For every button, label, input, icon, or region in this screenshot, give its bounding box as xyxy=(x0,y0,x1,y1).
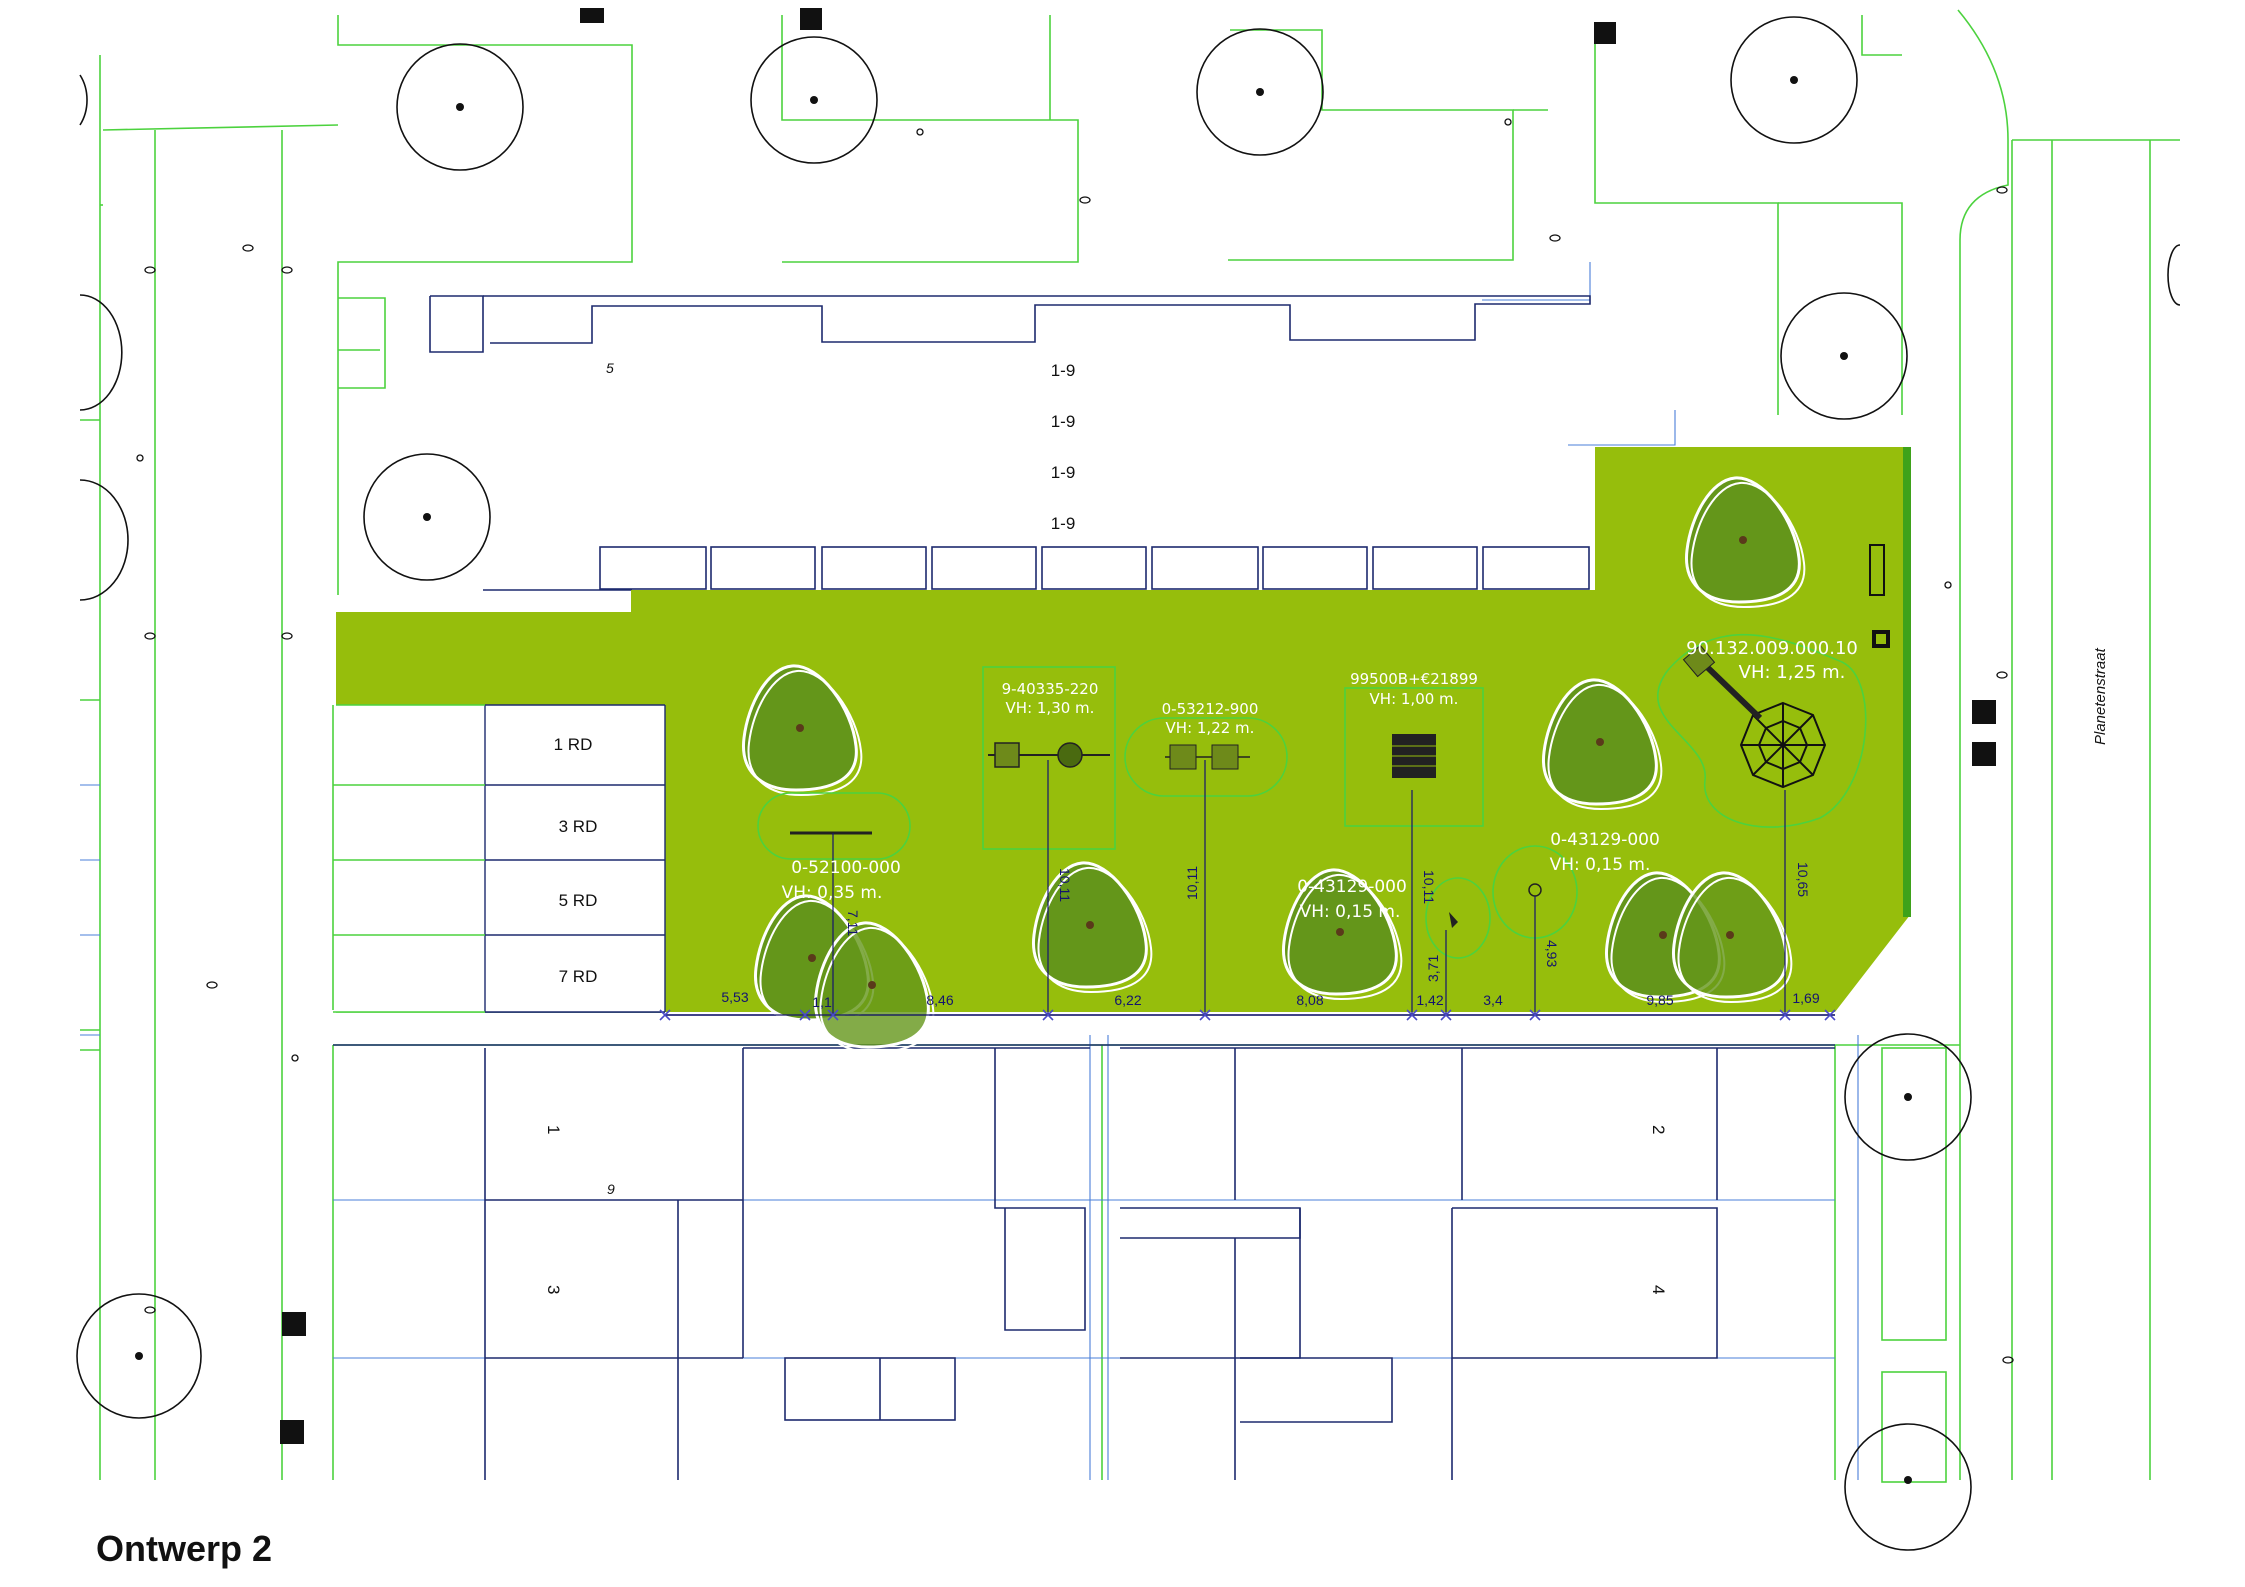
dim-vertical-7: 10,65 xyxy=(1795,862,1811,897)
dim-vertical-5: 3,71 xyxy=(1425,955,1441,982)
eq-code-4: 90.132.009.000.10 xyxy=(1686,638,1858,659)
park-area xyxy=(336,447,1910,1012)
eq-height-5: VH: 0,35 m. xyxy=(782,883,883,903)
eq-height-7: VH: 0,15 m. xyxy=(1550,855,1651,875)
top-number: 5 xyxy=(606,360,614,376)
block-label-2: 1-9 xyxy=(1051,412,1076,431)
existing-trees xyxy=(76,16,2181,1551)
eq-code-1: 9-40335-220 xyxy=(1002,680,1099,698)
parking-area xyxy=(336,705,665,1012)
sun-symbol-icon xyxy=(136,118,1952,1062)
parking-label-3: 3 RD xyxy=(559,817,598,836)
dim-vertical-1: 7,11 xyxy=(845,910,861,936)
dim-vertical-4: 10,11 xyxy=(1421,870,1437,904)
house-number-1: 1 xyxy=(544,1125,563,1134)
dim-bottom-9: 1,69 xyxy=(1792,990,1819,1006)
block-label-1: 1-9 xyxy=(1051,361,1076,380)
parking-label-7: 7 RD xyxy=(559,967,598,986)
eq-height-3: VH: 1,00 m. xyxy=(1370,690,1459,708)
block-label-3: 1-9 xyxy=(1051,463,1076,482)
eq-height-1: VH: 1,30 m. xyxy=(1006,699,1095,717)
parking-label-1: 1 RD xyxy=(554,735,593,754)
labels: 5 1-9 1-9 1-9 1-9 1 RD 3 RD 5 RD 7 RD 1 … xyxy=(544,360,2109,1294)
block-label-4: 1-9 xyxy=(1051,514,1076,533)
dim-vertical-6: 4,93 xyxy=(1544,940,1560,967)
house-number-3: 3 xyxy=(544,1285,563,1294)
eq-height-2: VH: 1,22 m. xyxy=(1166,719,1255,737)
eq-code-3: 99500B+€21899 xyxy=(1350,670,1478,688)
house-number-9: 9 xyxy=(607,1181,615,1197)
dim-bottom-6: 1,42 xyxy=(1416,992,1443,1008)
dim-bottom-2: 1,1 xyxy=(812,994,832,1010)
dim-bottom-3: 8,46 xyxy=(926,992,953,1008)
house-number-2: 2 xyxy=(1649,1125,1668,1134)
dim-bottom-1: 5,53 xyxy=(721,989,748,1005)
dim-bottom-8: 9,85 xyxy=(1646,992,1673,1008)
parking-label-5: 5 RD xyxy=(559,891,598,910)
dimension-labels: 5,53 1,1 8,46 6,22 8,08 1,42 3,4 9,85 1,… xyxy=(721,862,1819,1010)
page-title: Ontwerp 2 xyxy=(96,1528,273,1569)
dim-bottom-5: 8,08 xyxy=(1296,992,1323,1008)
street-furniture xyxy=(136,118,2014,1364)
eq-code-7: 0-43129-000 xyxy=(1550,830,1660,850)
dim-bottom-7: 3,4 xyxy=(1483,992,1503,1008)
dimension-lines xyxy=(665,760,1835,1016)
planned-trees xyxy=(741,476,1806,1053)
waste-bin-icons xyxy=(280,8,1996,1444)
dim-vertical-3: 10,11 xyxy=(1184,866,1200,900)
eq-code-6: 0-43129-000 xyxy=(1297,877,1407,897)
tree-centers xyxy=(135,76,1912,1484)
play-equipment xyxy=(757,544,1890,959)
eq-height-6: VH: 0,15 m. xyxy=(1300,902,1401,922)
eq-code-5: 0-52100-000 xyxy=(791,858,901,878)
eq-code-2: 0-53212-900 xyxy=(1162,700,1259,718)
dimension-ticks xyxy=(659,1009,1836,1021)
parcel-lines xyxy=(80,9,2180,1483)
parking-bays xyxy=(484,704,666,1013)
park-east-edge xyxy=(1903,447,1911,917)
dim-vertical-2: 10,11 xyxy=(1057,868,1073,902)
park-parking-cover xyxy=(336,612,665,705)
eq-height-4: VH: 1,25 m. xyxy=(1739,662,1846,683)
equipment-labels: 9-40335-220 VH: 1,30 m. 0-53212-900 VH: … xyxy=(782,638,1858,922)
street-name: Planetenstraat xyxy=(2092,647,2109,745)
parking-bays-left xyxy=(336,704,485,1013)
house-number-4: 4 xyxy=(1649,1285,1668,1294)
dim-bottom-4: 6,22 xyxy=(1114,992,1141,1008)
